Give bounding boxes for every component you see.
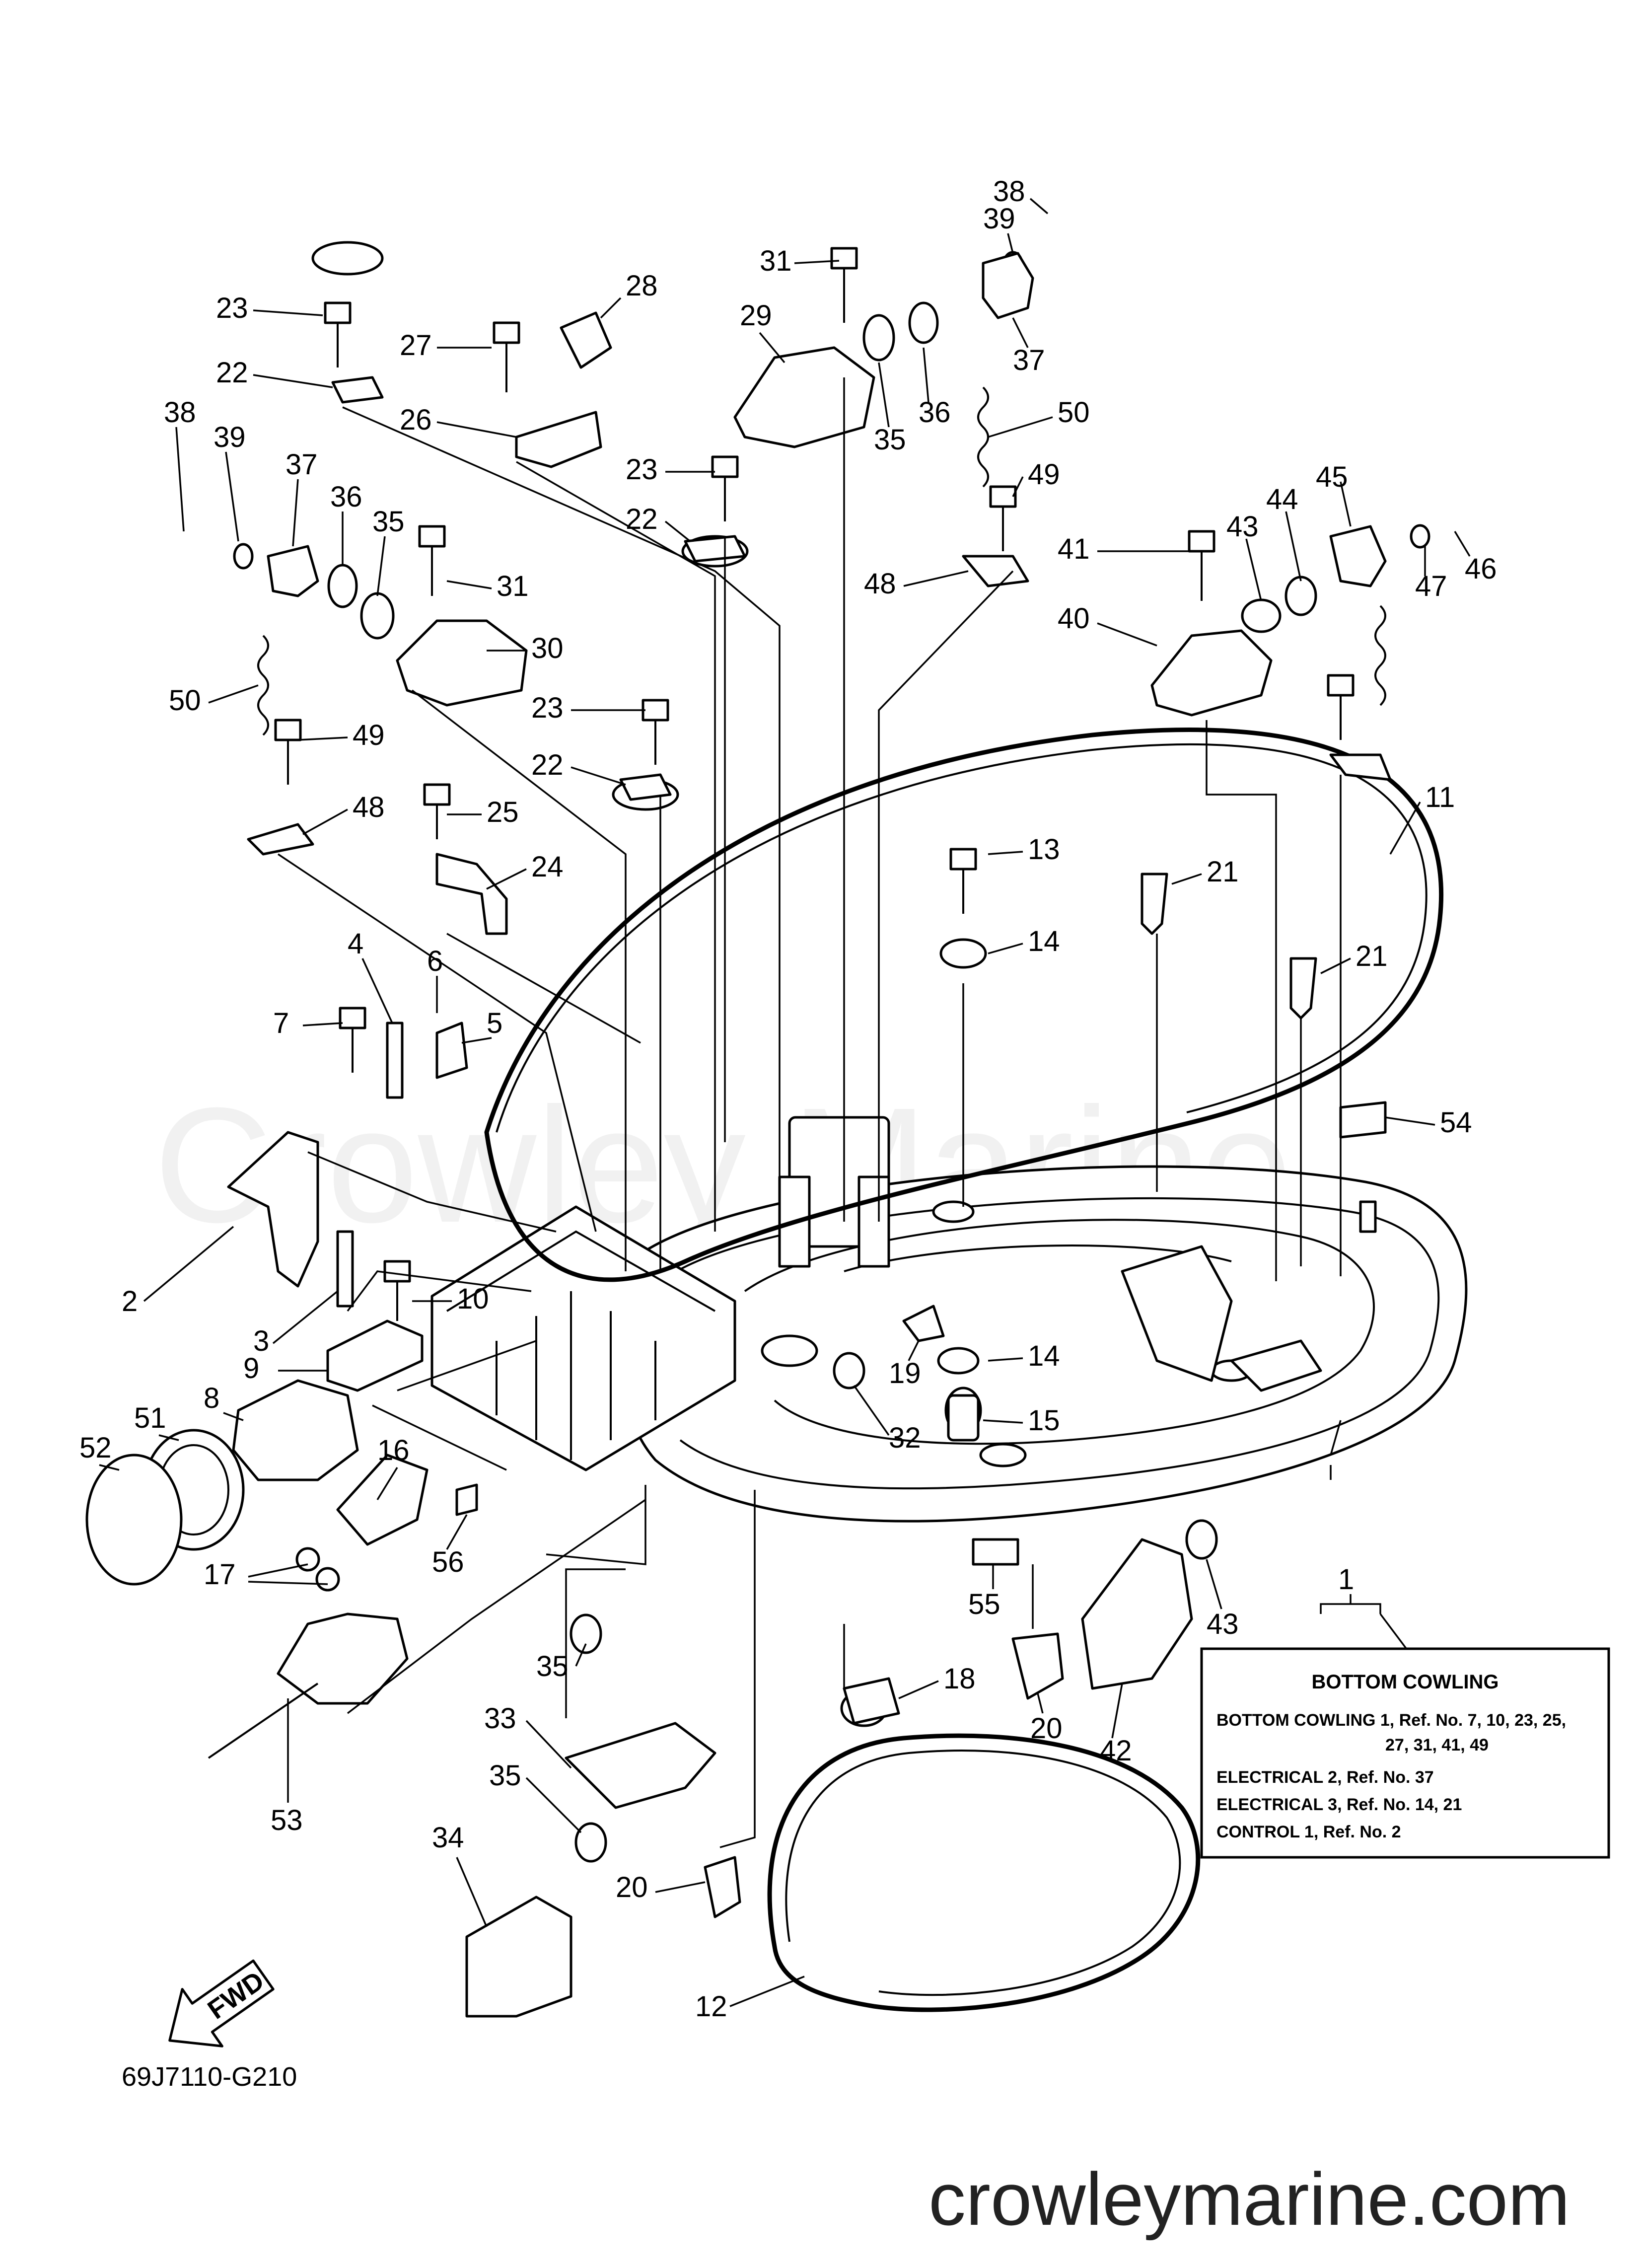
callout-21: 21 (1207, 856, 1239, 888)
callout-48b: 48 (353, 791, 385, 823)
legend-line-3: ELECTRICAL 2, Ref. No. 37 (1216, 1768, 1434, 1787)
callout-20: 20 (1030, 1712, 1063, 1745)
callout-14: 14 (1028, 925, 1060, 957)
callout-2: 2 (122, 1285, 138, 1317)
callout-36: 36 (919, 396, 951, 429)
callout-35c: 35 (536, 1650, 569, 1683)
gasket-12 (767, 1733, 1201, 2012)
callout-17: 17 (204, 1558, 236, 1591)
footer-url: crowleymarine.com (928, 2157, 1570, 2241)
callout-29: 29 (740, 299, 772, 332)
legend-line-1: BOTTOM COWLING 1, Ref. No. 7, 10, 23, 25… (1216, 1711, 1566, 1730)
callout-11: 11 (1425, 781, 1455, 813)
legend-line-4: ELECTRICAL 3, Ref. No. 14, 21 (1216, 1795, 1462, 1814)
callout-37b: 37 (286, 448, 318, 481)
callout-10: 10 (457, 1283, 489, 1315)
callout-38b: 38 (164, 396, 196, 429)
callout-40: 40 (1058, 602, 1090, 635)
callout-leaders (99, 198, 1471, 2007)
callout-34: 34 (432, 1822, 464, 1854)
legend-line-5: CONTROL 1, Ref. No. 2 (1216, 1823, 1401, 1841)
callout-19: 19 (889, 1357, 921, 1390)
callout-39b: 39 (214, 421, 246, 453)
callout-49: 49 (1028, 458, 1060, 491)
callout-labels: 38 39 31 29 28 23 27 22 26 35 36 37 50 3… (79, 175, 1497, 2023)
callout-35b: 35 (372, 506, 405, 538)
bottom-cowling-body (430, 1116, 1468, 1566)
callout-47: 47 (1415, 570, 1447, 602)
fwd-arrow: FWD (168, 1959, 275, 2048)
callout-31b: 31 (497, 570, 529, 602)
callout-36b: 36 (330, 481, 362, 513)
callout-28: 28 (626, 270, 658, 302)
callout-49b: 49 (353, 719, 385, 751)
callout-46: 46 (1465, 553, 1497, 585)
callout-55: 55 (968, 1588, 1000, 1620)
callout-35: 35 (874, 424, 906, 456)
callout-52: 52 (79, 1432, 112, 1464)
callout-56: 56 (432, 1546, 464, 1578)
callout-16: 16 (377, 1434, 410, 1466)
callout-42: 42 (1100, 1735, 1132, 1767)
callout-39: 39 (983, 203, 1015, 235)
legend-title: BOTTOM COWLING (1312, 1671, 1499, 1693)
callout-20b: 20 (616, 1871, 648, 1903)
brackets-and-clips (85, 252, 1392, 2018)
callout-50b: 50 (169, 684, 201, 717)
callout-15: 15 (1028, 1404, 1060, 1437)
callout-50: 50 (1058, 396, 1090, 429)
callout-23b: 23 (626, 453, 658, 486)
callout-3: 3 (253, 1325, 269, 1357)
legend-box: BOTTOM COWLING BOTTOM COWLING 1, Ref. No… (1200, 1647, 1610, 1859)
callout-14b: 14 (1028, 1340, 1060, 1372)
callout-22c: 22 (531, 749, 564, 781)
callout-43b: 43 (1207, 1608, 1239, 1640)
callout-23: 23 (216, 292, 248, 324)
washers-and-grommets (233, 241, 1430, 1863)
callout-37: 37 (1013, 344, 1045, 376)
callout-27: 27 (400, 329, 432, 362)
diagram-code: 69J7110-G210 (122, 2062, 297, 2092)
callout-8: 8 (204, 1382, 219, 1414)
callout-22: 22 (216, 357, 248, 389)
callout-44: 44 (1266, 483, 1298, 515)
callout-54: 54 (1440, 1106, 1472, 1139)
callout-23c: 23 (531, 692, 564, 724)
callout-51: 51 (134, 1402, 166, 1434)
bolts (274, 247, 1355, 1321)
cowling-seal-11 (484, 728, 1444, 1282)
callout-5: 5 (487, 1007, 502, 1039)
callout-7: 7 (273, 1007, 289, 1039)
callout-13: 13 (1028, 833, 1060, 866)
callout-53: 53 (271, 1804, 303, 1836)
callout-25: 25 (487, 796, 519, 828)
callout-1: 1 (1338, 1563, 1354, 1596)
callout-43: 43 (1226, 511, 1259, 543)
callout-18: 18 (943, 1663, 976, 1695)
callout-21b: 21 (1356, 940, 1388, 972)
callout-1-bracket (1320, 1594, 1411, 1655)
callout-48: 48 (864, 568, 896, 600)
callout-30: 30 (531, 632, 564, 664)
callout-12: 12 (695, 1990, 727, 2023)
assembly-leader-lines (278, 377, 1342, 1848)
callout-24: 24 (531, 851, 564, 883)
callout-4: 4 (348, 928, 363, 960)
callout-41: 41 (1058, 533, 1090, 565)
callout-6: 6 (427, 945, 443, 977)
callout-32: 32 (889, 1422, 921, 1454)
callout-22b: 22 (626, 503, 658, 535)
callout-31: 31 (760, 245, 792, 277)
callout-9: 9 (243, 1352, 259, 1385)
callout-33: 33 (484, 1702, 516, 1735)
legend-line-2: 27, 31, 41, 49 (1385, 1736, 1489, 1755)
callout-35d: 35 (489, 1759, 521, 1792)
callout-38: 38 (993, 175, 1025, 208)
callout-26: 26 (400, 404, 432, 436)
callout-45: 45 (1316, 461, 1348, 493)
